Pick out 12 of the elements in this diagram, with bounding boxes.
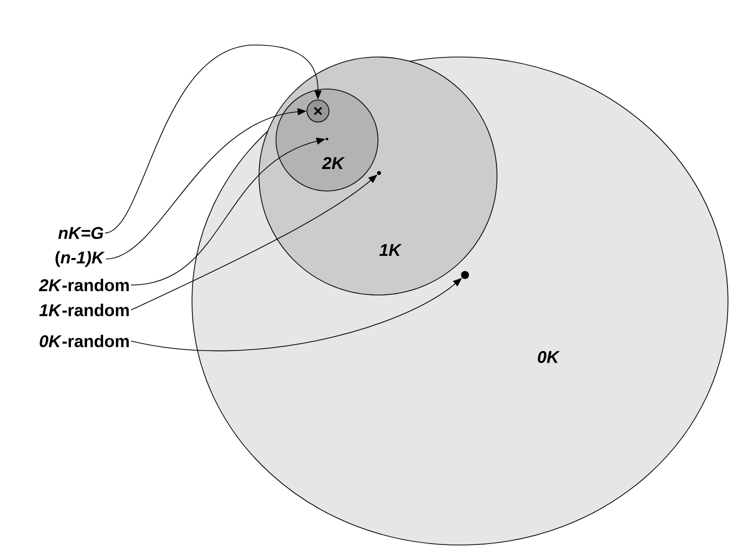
region-circle: [276, 88, 378, 192]
region-label: 0K: [538, 350, 560, 364]
region-label: 1K: [379, 244, 402, 256]
label-text: (n-1)K: [56, 251, 105, 267]
crossed-circle: [306, 100, 330, 122]
region-label: 2K: [322, 157, 345, 169]
label-text: 1K-random: [39, 304, 129, 316]
dot: [461, 271, 469, 279]
label-text: nK=G: [58, 227, 104, 240]
label-text: 2K-random: [38, 278, 129, 292]
arrow: [104, 44, 322, 234]
label-text: 0K-random: [40, 334, 129, 348]
